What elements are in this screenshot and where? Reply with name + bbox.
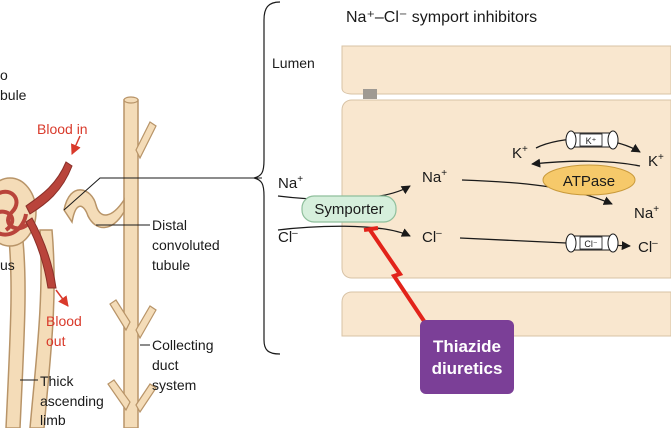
na-out-ion: Na+ [634, 204, 659, 222]
cl-out-ion: Cl– [638, 238, 658, 256]
inhibition-line [368, 228, 432, 332]
zoom-bracket [253, 1, 281, 355]
chloride-channel: Cl⁻ [565, 233, 619, 253]
fragment-label-top-1: o [0, 67, 8, 83]
fragment-label-glomerulus: us [0, 257, 15, 273]
lumen-label: Lumen [272, 55, 315, 71]
collecting-label-line1: Collecting [152, 337, 213, 353]
potassium-channel: K⁺ [565, 130, 619, 150]
afferent-vessel [25, 161, 73, 215]
k-channel-label: K⁺ [586, 136, 597, 146]
drug-label-line1: Thiazide [433, 337, 501, 356]
distal-convoluted-tubule [63, 189, 125, 229]
upper-cell [341, 45, 671, 95]
drug-label-line2: diuretics [432, 359, 503, 378]
thick-ascending-limb [5, 229, 26, 428]
glomerulus-capillaries [0, 189, 32, 237]
distal-label-line3: tubule [152, 257, 190, 273]
thiazide-diuretics-box [420, 320, 514, 394]
figure-title: Na⁺–Cl⁻ symport inhibitors [346, 9, 537, 26]
tight-junction-upper [363, 89, 377, 99]
blood-out-label-line1: Blood [46, 313, 82, 329]
cl-lumen-ion: Cl– [278, 228, 298, 246]
distal-label-line2: convoluted [152, 237, 220, 253]
nephron-anatomy [0, 96, 262, 428]
na-cell-ion: Na+ [422, 168, 447, 186]
k-left-ion: K+ [512, 144, 528, 162]
blood-in-label: Blood in [37, 121, 88, 137]
fragment-label-top-2: bule [0, 87, 27, 103]
blood-out-label-line2: out [46, 333, 66, 349]
efferent-vessel [25, 217, 57, 289]
symporter-label: Symporter [314, 201, 383, 218]
thick-label-line1: Thick [40, 373, 74, 389]
thick-label-line2: ascending [40, 393, 104, 409]
cl-channel-label: Cl⁻ [584, 239, 597, 249]
symporter [301, 195, 397, 223]
collecting-label-line2: duct [152, 357, 179, 373]
cl-cell-ion: Cl– [422, 228, 442, 246]
atpase-label: ATPase [563, 173, 615, 190]
thick-label-line3: limb [40, 412, 66, 428]
collecting-label-line3: system [152, 377, 196, 393]
k-right-ion: K+ [648, 152, 664, 170]
distal-label-line1: Distal [152, 217, 187, 233]
atpase-pump [542, 164, 636, 196]
na-lumen-ion: Na+ [278, 174, 303, 192]
